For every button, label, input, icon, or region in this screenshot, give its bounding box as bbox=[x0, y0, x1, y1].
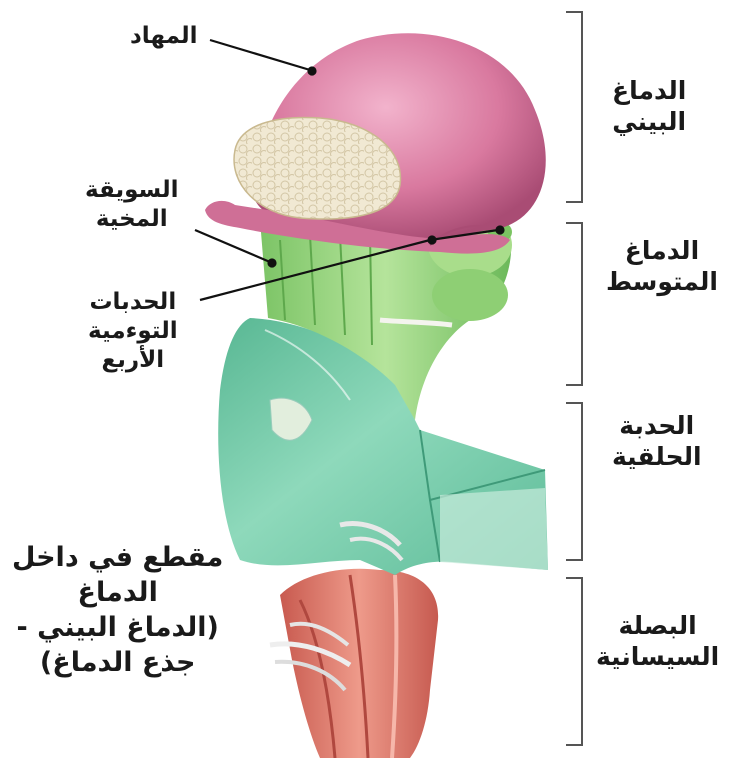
label-thalamus: المهاد bbox=[130, 22, 198, 51]
label-pons: الحدبة الحلقية bbox=[612, 410, 702, 473]
diagram-caption: مقطع في داخل الدماغ (الدماغ البيني - جذع… bbox=[12, 540, 223, 680]
label-midbrain: الدماغ المتوسط bbox=[606, 235, 718, 298]
region-brackets bbox=[566, 12, 582, 745]
label-quadrigeminal-bodies: الحدبات التوءمية الأربع bbox=[88, 288, 178, 374]
label-cerebral-peduncle: السويقة المخية bbox=[85, 176, 178, 234]
medulla-oblongata bbox=[270, 569, 438, 758]
label-medulla: البصلة السيسانية bbox=[596, 610, 719, 673]
label-diencephalon: الدماغ البيني bbox=[612, 75, 686, 138]
